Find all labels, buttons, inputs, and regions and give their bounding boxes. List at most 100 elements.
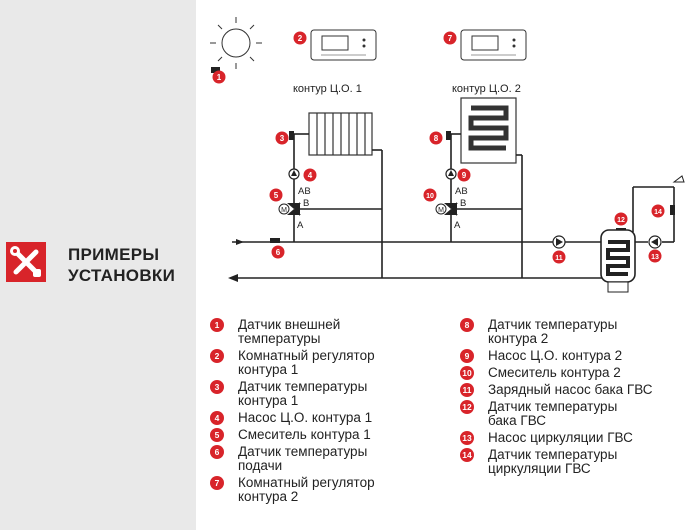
- legend-number: 9: [460, 349, 474, 363]
- marker-4: 4: [303, 168, 317, 182]
- legend-text: Датчик температуры подачи: [238, 444, 368, 473]
- installation-diagram: контур Ц.О. 1 контур Ц.О. 2: [210, 17, 685, 293]
- legend-item: 8 Датчик температуры контура 2: [460, 318, 700, 346]
- circulation-pump-icon: [648, 235, 662, 249]
- svg-text:12: 12: [617, 217, 625, 224]
- marker-11: 11: [552, 250, 566, 264]
- legend-number: 4: [210, 411, 224, 425]
- svg-text:14: 14: [654, 209, 662, 216]
- legend-item: 10 Смеситель контура 2: [460, 366, 700, 380]
- section-title-line1: ПРИМЕРЫ: [68, 245, 160, 264]
- legend-text: Датчик температуры циркуляции ГВС: [488, 447, 618, 476]
- legend-text: Насос Ц.О. контура 1: [238, 410, 373, 425]
- floor-heating-icon: [460, 97, 517, 164]
- svg-text:6: 6: [276, 248, 281, 257]
- legend-number: 5: [210, 428, 224, 442]
- legend-item: 9 Насос Ц.О. контура 2: [460, 349, 700, 363]
- room-regulator-2-icon: [460, 29, 527, 61]
- valve1-port-a: A: [297, 220, 304, 231]
- valve1-port-ab: AB: [298, 186, 311, 197]
- sidebar-panel: ПРИМЕРЫ УСТАНОВКИ: [0, 0, 196, 530]
- legend-text: Комнатный регулятор контура 1: [238, 348, 375, 377]
- sun-icon: [210, 17, 262, 69]
- legend-number: 11: [460, 383, 474, 397]
- legend-number: 8: [460, 318, 474, 332]
- flow-sensor-icon: [270, 238, 280, 243]
- legend-item: 4 Насос Ц.О. контура 1: [210, 411, 450, 425]
- pump-circuit1-icon: [288, 168, 300, 180]
- tools-icon: [6, 242, 46, 282]
- tap-icon: [672, 175, 685, 183]
- legend-item: 7 Комнатный регулятор контура 2: [210, 476, 450, 504]
- legend-number: 10: [460, 366, 474, 380]
- legend-text: Насос Ц.О. контура 2: [488, 348, 623, 363]
- sensor-circuit2-icon: [446, 131, 451, 140]
- svg-text:11: 11: [555, 255, 563, 262]
- valve2-port-a: A: [454, 220, 461, 231]
- motor2-label: M: [438, 207, 444, 214]
- legend-number: 3: [210, 380, 224, 394]
- legend-item: 5 Смеситель контура 1: [210, 428, 450, 442]
- legend-text: Смеситель контура 2: [488, 365, 621, 380]
- svg-text:10: 10: [426, 193, 434, 200]
- legend-item: 1 Датчик внешней температуры: [210, 318, 450, 346]
- legend-text: Зарядный насос бака ГВС: [488, 382, 653, 397]
- room-regulator-1-icon: [310, 29, 377, 61]
- circuit1-label: контур Ц.О. 1: [293, 83, 362, 95]
- marker-12: 12: [614, 212, 628, 226]
- legend-item: 12 Датчик температуры бака ГВС: [460, 400, 700, 428]
- svg-text:4: 4: [308, 171, 313, 180]
- pipes: [232, 133, 675, 279]
- mixer-valve1-icon: [278, 202, 301, 216]
- valve2-port-b: B: [460, 198, 466, 209]
- pump-circuit2-icon: [445, 168, 457, 180]
- legend-text: Датчик температуры контура 1: [238, 379, 368, 408]
- legend-item: 11 Зарядный насос бака ГВС: [460, 383, 700, 397]
- dhw-tank-icon: [600, 229, 636, 293]
- legend-number: 14: [460, 448, 474, 462]
- legend-item: 13 Насос циркуляции ГВС: [460, 431, 700, 445]
- outdoor-sensor-icon: [211, 67, 220, 73]
- svg-text:3: 3: [280, 134, 285, 143]
- valve2-port-ab: AB: [455, 186, 468, 197]
- marker-10: 10: [423, 188, 437, 202]
- svg-text:13: 13: [651, 254, 659, 261]
- marker-7: 7: [443, 31, 457, 45]
- legend-text: Смеситель контура 1: [238, 427, 371, 442]
- legend-number: 12: [460, 400, 474, 414]
- marker-13: 13: [648, 249, 662, 263]
- legend-text: Датчик внешней температуры: [238, 317, 341, 346]
- flow-arrow-right-icon: [236, 239, 244, 245]
- charging-pump-icon: [552, 235, 566, 249]
- legend-right: 8 Датчик температуры контура 2 9 Насос Ц.О…: [460, 318, 700, 479]
- valve1-port-b: B: [303, 198, 309, 209]
- marker-8: 8: [429, 131, 443, 145]
- legend-item: 14 Датчик температуры циркуляции ГВС: [460, 448, 700, 476]
- circulation-sensor-icon: [670, 205, 675, 215]
- svg-text:1: 1: [217, 73, 222, 82]
- radiator-icon: [308, 112, 373, 156]
- legend-item: 2 Комнатный регулятор контура 1: [210, 349, 450, 377]
- svg-text:2: 2: [298, 34, 303, 43]
- svg-text:9: 9: [462, 171, 467, 180]
- legend-text: Насос циркуляции ГВС: [488, 430, 633, 445]
- svg-text:7: 7: [448, 34, 453, 43]
- legend-number: 2: [210, 349, 224, 363]
- legend-item: 3 Датчик температуры контура 1: [210, 380, 450, 408]
- marker-1: 1: [212, 70, 226, 84]
- legend-text: Комнатный регулятор контура 2: [238, 475, 375, 504]
- legend-text: Датчик температуры контура 2: [488, 317, 618, 346]
- legend-number: 1: [210, 318, 224, 332]
- marker-9: 9: [457, 168, 471, 182]
- section-title-line2: УСТАНОВКИ: [68, 266, 176, 285]
- section-title: ПРИМЕРЫ УСТАНОВКИ: [68, 244, 175, 286]
- legend-text: Датчик температуры бака ГВС: [488, 399, 618, 428]
- legend-number: 13: [460, 431, 474, 445]
- marker-2: 2: [293, 31, 307, 45]
- legend-number: 7: [210, 476, 224, 490]
- svg-text:5: 5: [274, 191, 279, 200]
- marker-5: 5: [269, 188, 283, 202]
- flow-arrow-left-icon: [228, 274, 238, 282]
